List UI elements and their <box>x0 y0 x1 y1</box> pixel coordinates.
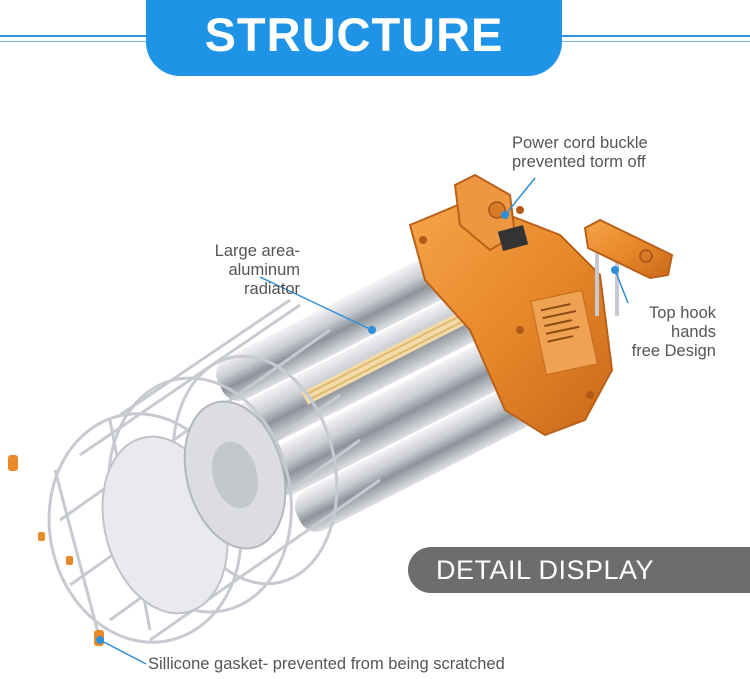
callout-leaders <box>96 177 629 665</box>
top-hook <box>583 218 674 316</box>
callout-top-hook: Top hook hands free Design <box>631 304 716 360</box>
header-line-left-thin <box>0 41 146 42</box>
header-line-left <box>0 35 146 37</box>
callout-power-cord-buckle: Power cord buckle prevented torm off <box>512 134 648 171</box>
callout-silicone-gasket: Sillicone gasket- prevented from being s… <box>148 655 505 673</box>
end-plates <box>101 400 287 615</box>
detail-display-label: DETAIL DISPLAY <box>436 554 655 585</box>
title-banner: STRUCTURE <box>146 0 562 76</box>
orange-housing <box>408 173 614 437</box>
page-title: STRUCTURE <box>204 8 504 61</box>
callout-aluminum-radiator: Large area-aluminum radiator <box>214 242 300 298</box>
detail-display-badge: DETAIL DISPLAY <box>408 547 750 593</box>
header-line-right-thin <box>562 41 750 42</box>
header-line-right <box>562 35 750 37</box>
